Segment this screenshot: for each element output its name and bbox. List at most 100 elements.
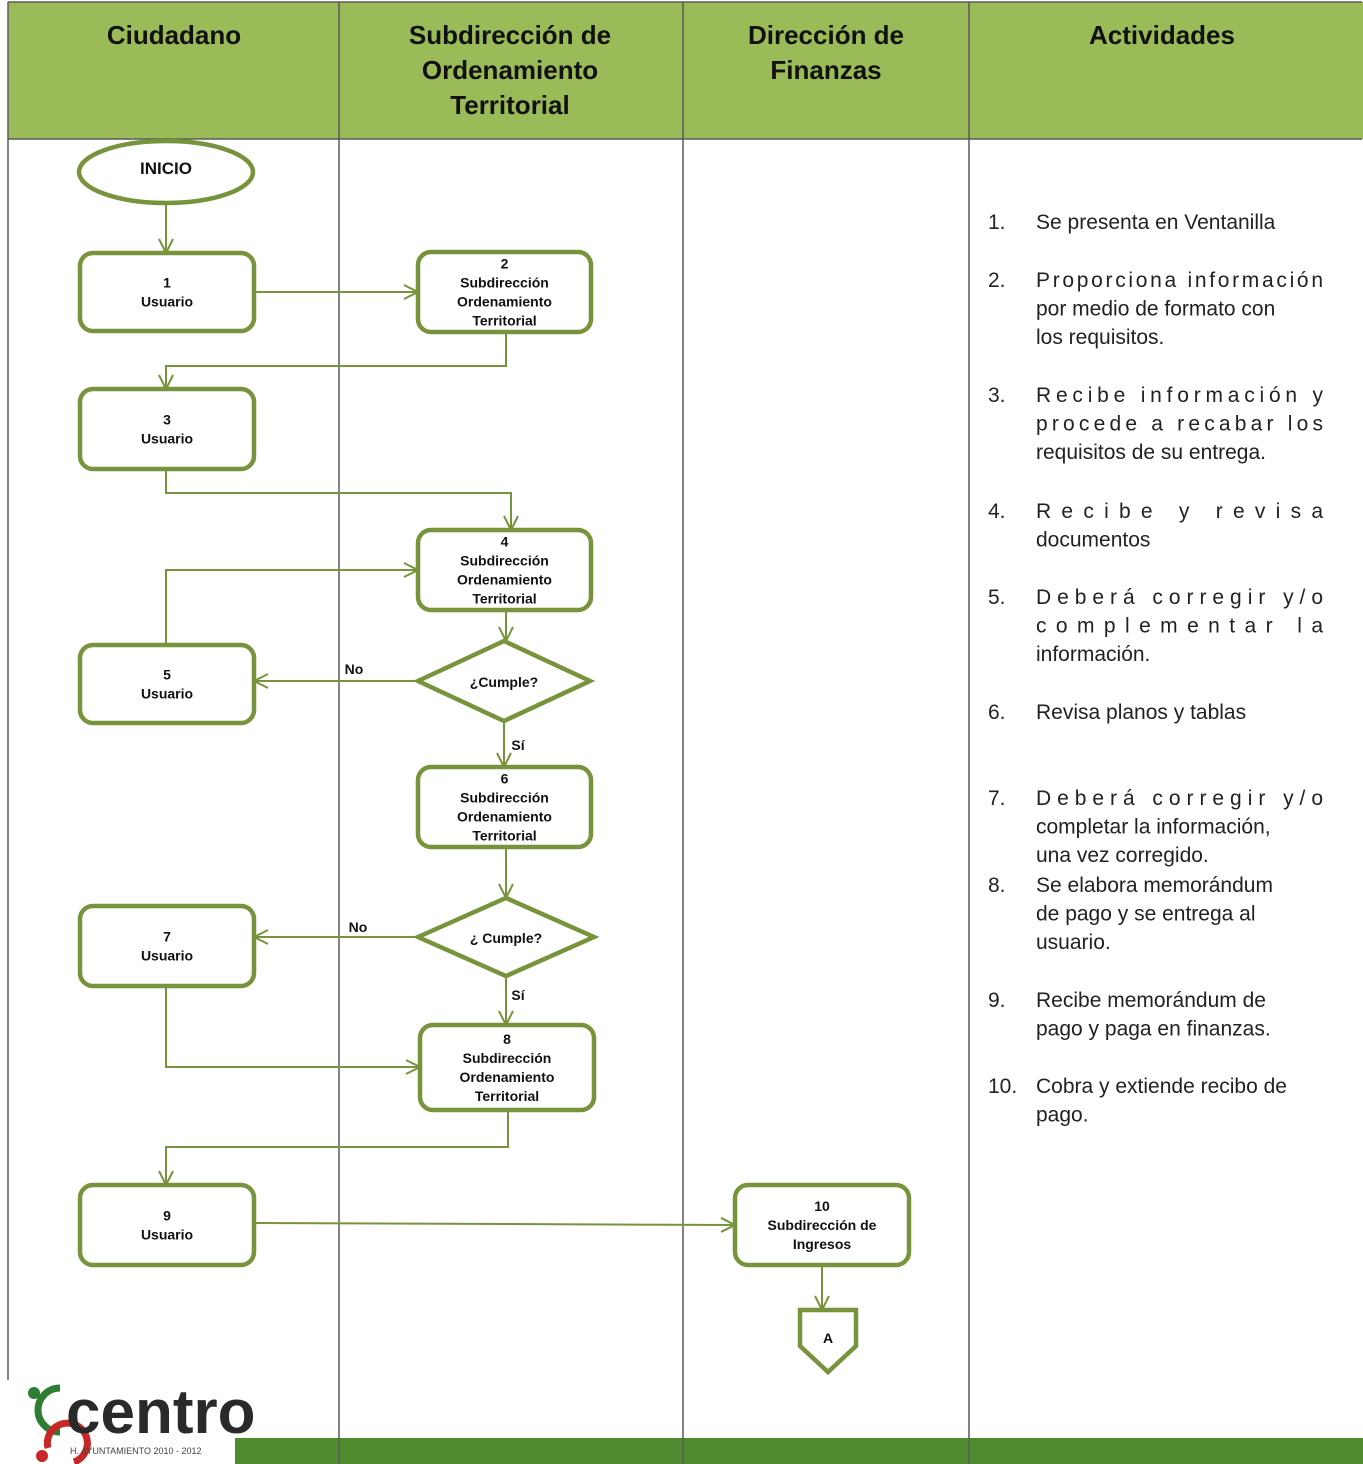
activity-6-line-1: Revisa planos y tablas	[1036, 701, 1246, 724]
box-5-usuario	[77, 642, 257, 726]
activity-9-number: 9.	[988, 989, 1006, 1012]
box-6-subdireccion-text-1: 6	[501, 771, 509, 787]
arrow-3-to-4	[165, 469, 511, 530]
header-subdireccion-line-3: Territorial	[450, 90, 569, 120]
header-finanzas-line-2: Finanzas	[770, 55, 881, 85]
activity-8-line-3: usuario.	[1036, 931, 1111, 954]
header-subdireccion-line-1: Subdirección de	[409, 20, 611, 50]
box-8-subdireccion-text-2: Subdirección	[463, 1050, 552, 1066]
header-subdireccion-line-2: Ordenamiento	[422, 55, 598, 85]
box-5-usuario-text-1: 5	[163, 667, 171, 683]
activity-10-number: 10.	[988, 1075, 1017, 1098]
activity-4-line-1: Recibe y revisa	[1036, 500, 1323, 523]
activity-4-number: 4.	[988, 500, 1006, 523]
arrow-5-to-4	[165, 570, 418, 645]
decision-1-text: ¿Cumple?	[470, 674, 538, 690]
activity-1-line-1: Se presenta en Ventanilla	[1036, 211, 1276, 234]
activity-9-line-2: pago y paga en finanzas.	[1036, 1018, 1271, 1041]
activity-4-line-2: documentos	[1036, 529, 1150, 552]
decision-1	[412, 638, 596, 724]
box-5-usuario-text-2: Usuario	[141, 686, 193, 702]
activity-2-line-1: Proporciona información	[1036, 269, 1323, 292]
box-8-subdireccion-text-1: 8	[503, 1031, 511, 1047]
activity-10-line-2: pago.	[1036, 1104, 1089, 1127]
activity-7-line-1: Deberá corregir y/o	[1036, 787, 1323, 810]
activity-7-line-3: una vez corregido.	[1036, 844, 1209, 867]
activity-3-number: 3.	[988, 384, 1006, 407]
box-8-subdireccion-text-3: Ordenamiento	[460, 1069, 555, 1085]
box-9-usuario-text-2: Usuario	[141, 1227, 193, 1243]
box-10-ingresos-text-3: Ingresos	[793, 1236, 852, 1252]
box-10-ingresos-text-1: 10	[814, 1198, 830, 1214]
logo-dot-green	[28, 1387, 40, 1399]
box-6-subdireccion-text-2: Subdirección	[460, 790, 549, 806]
activity-7-number: 7.	[988, 787, 1006, 810]
box-4-subdireccion-text-2: Subdirección	[460, 553, 549, 569]
box-2-subdireccion-text-2: Subdirección	[460, 275, 549, 291]
header-actividades-line-1: Actividades	[1089, 20, 1235, 50]
activity-5-line-3: información.	[1036, 643, 1150, 666]
label-no-2: No	[349, 919, 368, 935]
activity-9-line-1: Recibe memorándum de	[1036, 989, 1266, 1012]
header-band	[8, 2, 1363, 139]
logo-wordmark: centro	[66, 1378, 255, 1447]
header-finanzas-line-1: Dirección de	[748, 20, 904, 50]
box-7-usuario	[77, 903, 257, 989]
activity-5-line-1: Deberá corregir y/o	[1036, 586, 1323, 609]
header-ciudadano-line-1: Ciudadano	[107, 20, 241, 50]
activity-3-line-3: requisitos de su entrega.	[1036, 441, 1266, 464]
decision-2-text: ¿ Cumple?	[470, 930, 542, 946]
activity-1-number: 1.	[988, 211, 1006, 234]
box-4-subdireccion-text-4: Territorial	[472, 591, 536, 607]
box-4-subdireccion-text-3: Ordenamiento	[457, 572, 552, 588]
box-6-subdireccion-text-3: Ordenamiento	[457, 809, 552, 825]
activity-10-line-1: Cobra y extiende recibo de	[1036, 1075, 1287, 1098]
box-9-usuario-text-1: 9	[163, 1208, 171, 1224]
box-4-subdireccion-text-1: 4	[501, 534, 509, 550]
activity-2-line-2: por medio de formato con	[1036, 298, 1275, 321]
box-6-subdireccion-text-4: Territorial	[472, 828, 536, 844]
arrow-7-to-8	[165, 986, 420, 1067]
activity-8-line-2: de pago y se entrega al	[1036, 903, 1256, 926]
connector-a	[797, 1307, 859, 1376]
logo-arc-red	[43, 1419, 91, 1464]
label-no-1: No	[345, 661, 364, 677]
box-9-usuario	[77, 1182, 257, 1268]
activity-8-number: 8.	[988, 874, 1006, 897]
activity-8-line-1: Se elabora memorándum	[1036, 874, 1273, 897]
box-2-subdireccion-text-4: Territorial	[472, 313, 536, 329]
box-3-usuario	[77, 386, 257, 472]
arrow-8-to-9	[166, 1110, 509, 1185]
connector-a-text: A	[823, 1330, 833, 1346]
decision-2	[412, 895, 600, 979]
box-8-subdireccion-text-4: Territorial	[475, 1088, 539, 1104]
logo-dot-red	[36, 1450, 48, 1462]
box-1-usuario-text-2: Usuario	[141, 294, 193, 310]
label-si-2: Sí	[511, 987, 525, 1003]
start-terminator-text: INICIO	[140, 159, 192, 178]
box-7-usuario-text-2: Usuario	[141, 948, 193, 964]
box-10-ingresos-text-2: Subdirección de	[768, 1217, 877, 1233]
arrow-2-to-3	[166, 332, 507, 389]
box-2-subdireccion-text-1: 2	[501, 256, 509, 272]
activity-3-line-2: procede a recabar los	[1036, 413, 1323, 436]
box-3-usuario-text-1: 3	[163, 412, 171, 428]
arrow-9-to-10	[253, 1223, 735, 1225]
activity-6-number: 6.	[988, 701, 1006, 724]
logo-subtitle: H. AYUNTAMIENTO 2010 - 2012	[70, 1446, 202, 1456]
box-1-usuario	[77, 250, 257, 334]
activity-2-number: 2.	[988, 269, 1006, 292]
box-1-usuario-text-1: 1	[163, 275, 171, 291]
activity-2-line-3: los requisitos.	[1036, 326, 1164, 349]
box-7-usuario-text-1: 7	[163, 929, 171, 945]
box-3-usuario-text-2: Usuario	[141, 431, 193, 447]
activity-5-number: 5.	[988, 586, 1006, 609]
footer-band	[235, 1438, 1363, 1464]
activity-7-line-2: completar la información,	[1036, 816, 1271, 839]
activity-5-line-2: complementar la	[1036, 615, 1323, 638]
label-si-1: Sí	[511, 737, 525, 753]
box-2-subdireccion-text-3: Ordenamiento	[457, 294, 552, 310]
